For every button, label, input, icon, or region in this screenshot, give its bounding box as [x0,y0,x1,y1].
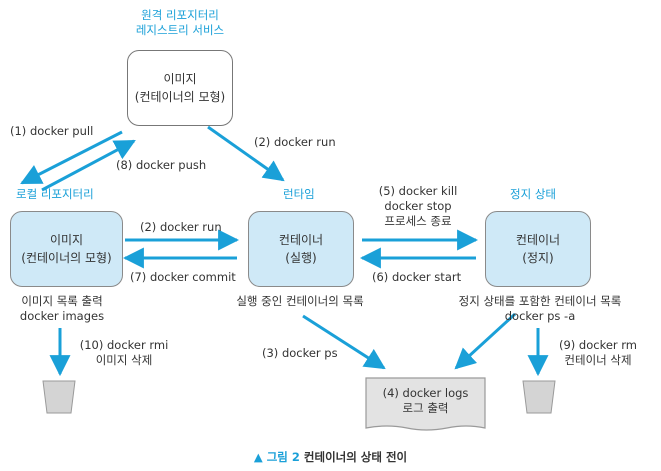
stopped-state-title: 정지 상태 [510,187,556,201]
label-docker-run-local: (2) docker run [140,220,222,234]
label-docker-push: (8) docker push [116,158,207,172]
arrow-pull [20,130,123,185]
trash-icon-right [522,380,556,414]
runtime-title: 런타임 [283,187,315,201]
label-docker-pull: (1) docker pull [10,124,94,138]
arrow-logs-from-stopped [454,312,517,370]
running-container-node: 컨테이너(실행) [248,211,354,287]
arrow-push [41,139,136,192]
arrow-logs-from-running [302,314,386,370]
trash-icon-left [42,380,76,414]
label-docker-start: (6) docker start [372,270,462,284]
stopped-container-node: 컨테이너(정지) [485,211,591,287]
caption-text: 컨테이너의 상태 전이 [303,450,408,464]
caption-marker: ▲ [253,450,263,464]
running-list-note: 실행 중인 컨테이너의 목록 [236,294,364,308]
caption-figure-number: 그림 2 [266,450,300,464]
figure-caption: ▲ 그림 2 컨테이너의 상태 전이 [0,449,661,465]
remote-image-node: 이미지(컨테이너의 모형) [127,50,233,126]
log-document-shape [365,377,486,431]
label-docker-commit: (7) docker commit [130,270,236,284]
label-docker-run-remote: (2) docker run [254,135,336,149]
local-image-node: 이미지(컨테이너의 모형) [10,211,123,287]
local-repository-title: 로컬 리포지터리 [16,187,94,201]
label-docker-ps: (3) docker ps [262,346,338,360]
arrow-run-remote [207,125,285,182]
